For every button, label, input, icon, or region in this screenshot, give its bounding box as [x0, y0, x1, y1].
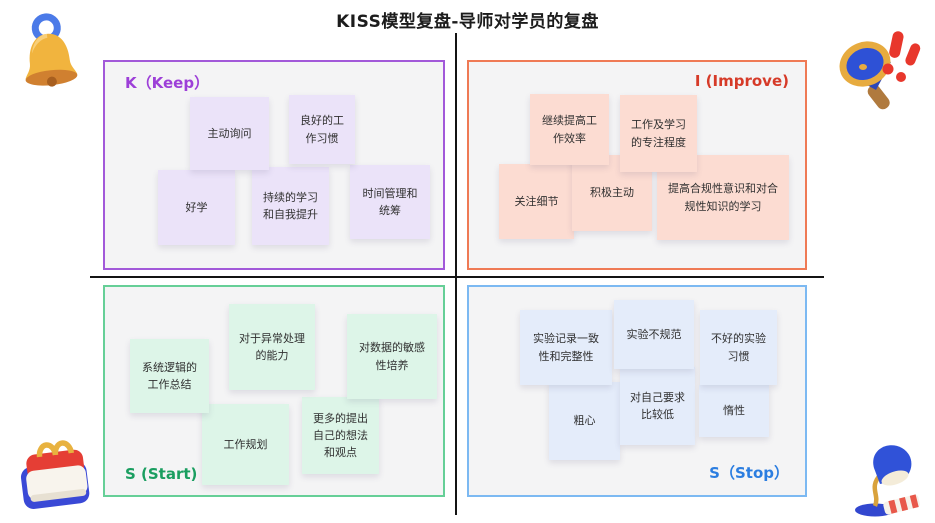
bell-icon [16, 12, 78, 100]
sticky-note[interactable]: 主动询问 [190, 97, 269, 170]
sticky-note[interactable]: 不好的实验 习惯 [700, 310, 777, 385]
quadrant-improve: I (Improve) 继续提高工 作效率 工作及学习 的专注程度 关注细节 积… [467, 60, 807, 270]
sticky-note[interactable]: 良好的工 作习惯 [289, 95, 355, 164]
quadrant-keep: K（Keep） 主动询问 良好的工 作习惯 好学 持续的学习 和自我提升 时间管… [103, 60, 445, 270]
sticky-note[interactable]: 更多的提出 自己的想法 和观点 [302, 397, 379, 474]
sticky-note[interactable]: 对数据的敏感 性培养 [347, 314, 437, 399]
sticky-note[interactable]: 系统逻辑的 工作总结 [130, 339, 209, 413]
vertical-divider-line [455, 33, 457, 515]
sticky-note[interactable]: 持续的学习 和自我提升 [252, 167, 329, 245]
quadrant-keep-label: K（Keep） [125, 74, 210, 92]
sticky-note[interactable]: 惰性 [699, 385, 769, 437]
sticky-note[interactable]: 对自己要求 比较低 [620, 367, 695, 445]
sticky-note[interactable]: 工作规划 [202, 404, 289, 485]
quadrant-stop: S（Stop） 实验记录一致 性和完整性 实验不规范 不好的实验 习惯 粗心 对… [467, 285, 807, 497]
sticky-note[interactable]: 关注细节 [499, 164, 574, 239]
sticky-note[interactable]: 继续提高工 作效率 [530, 94, 609, 165]
page-title: KISS模型复盘-导师对学员的复盘 [336, 12, 599, 32]
sticky-note[interactable]: 粗心 [549, 382, 620, 460]
sticky-note[interactable]: 好学 [158, 170, 235, 245]
sticky-note[interactable]: 工作及学习 的专注程度 [620, 95, 697, 172]
sticky-note[interactable]: 实验记录一致 性和完整性 [520, 310, 612, 385]
quadrant-stop-label: S（Stop） [709, 464, 789, 482]
horizontal-divider-line [90, 276, 824, 278]
megaphone-exclamation-icon [834, 28, 924, 122]
quadrant-start: S (Start) 系统逻辑的 工作总结 对于异常处理 的能力 对数据的敏感 性… [103, 285, 445, 497]
sticky-note[interactable]: 实验不规范 [614, 300, 694, 369]
quadrant-improve-label: I (Improve) [694, 72, 789, 90]
sticky-note[interactable]: 时间管理和 统筹 [350, 165, 430, 239]
desk-lamp-notebook-icon [850, 440, 926, 523]
desk-calendar-icon [16, 432, 98, 522]
sticky-note[interactable]: 对于异常处理 的能力 [229, 304, 315, 390]
quadrant-start-label: S (Start) [125, 465, 198, 483]
